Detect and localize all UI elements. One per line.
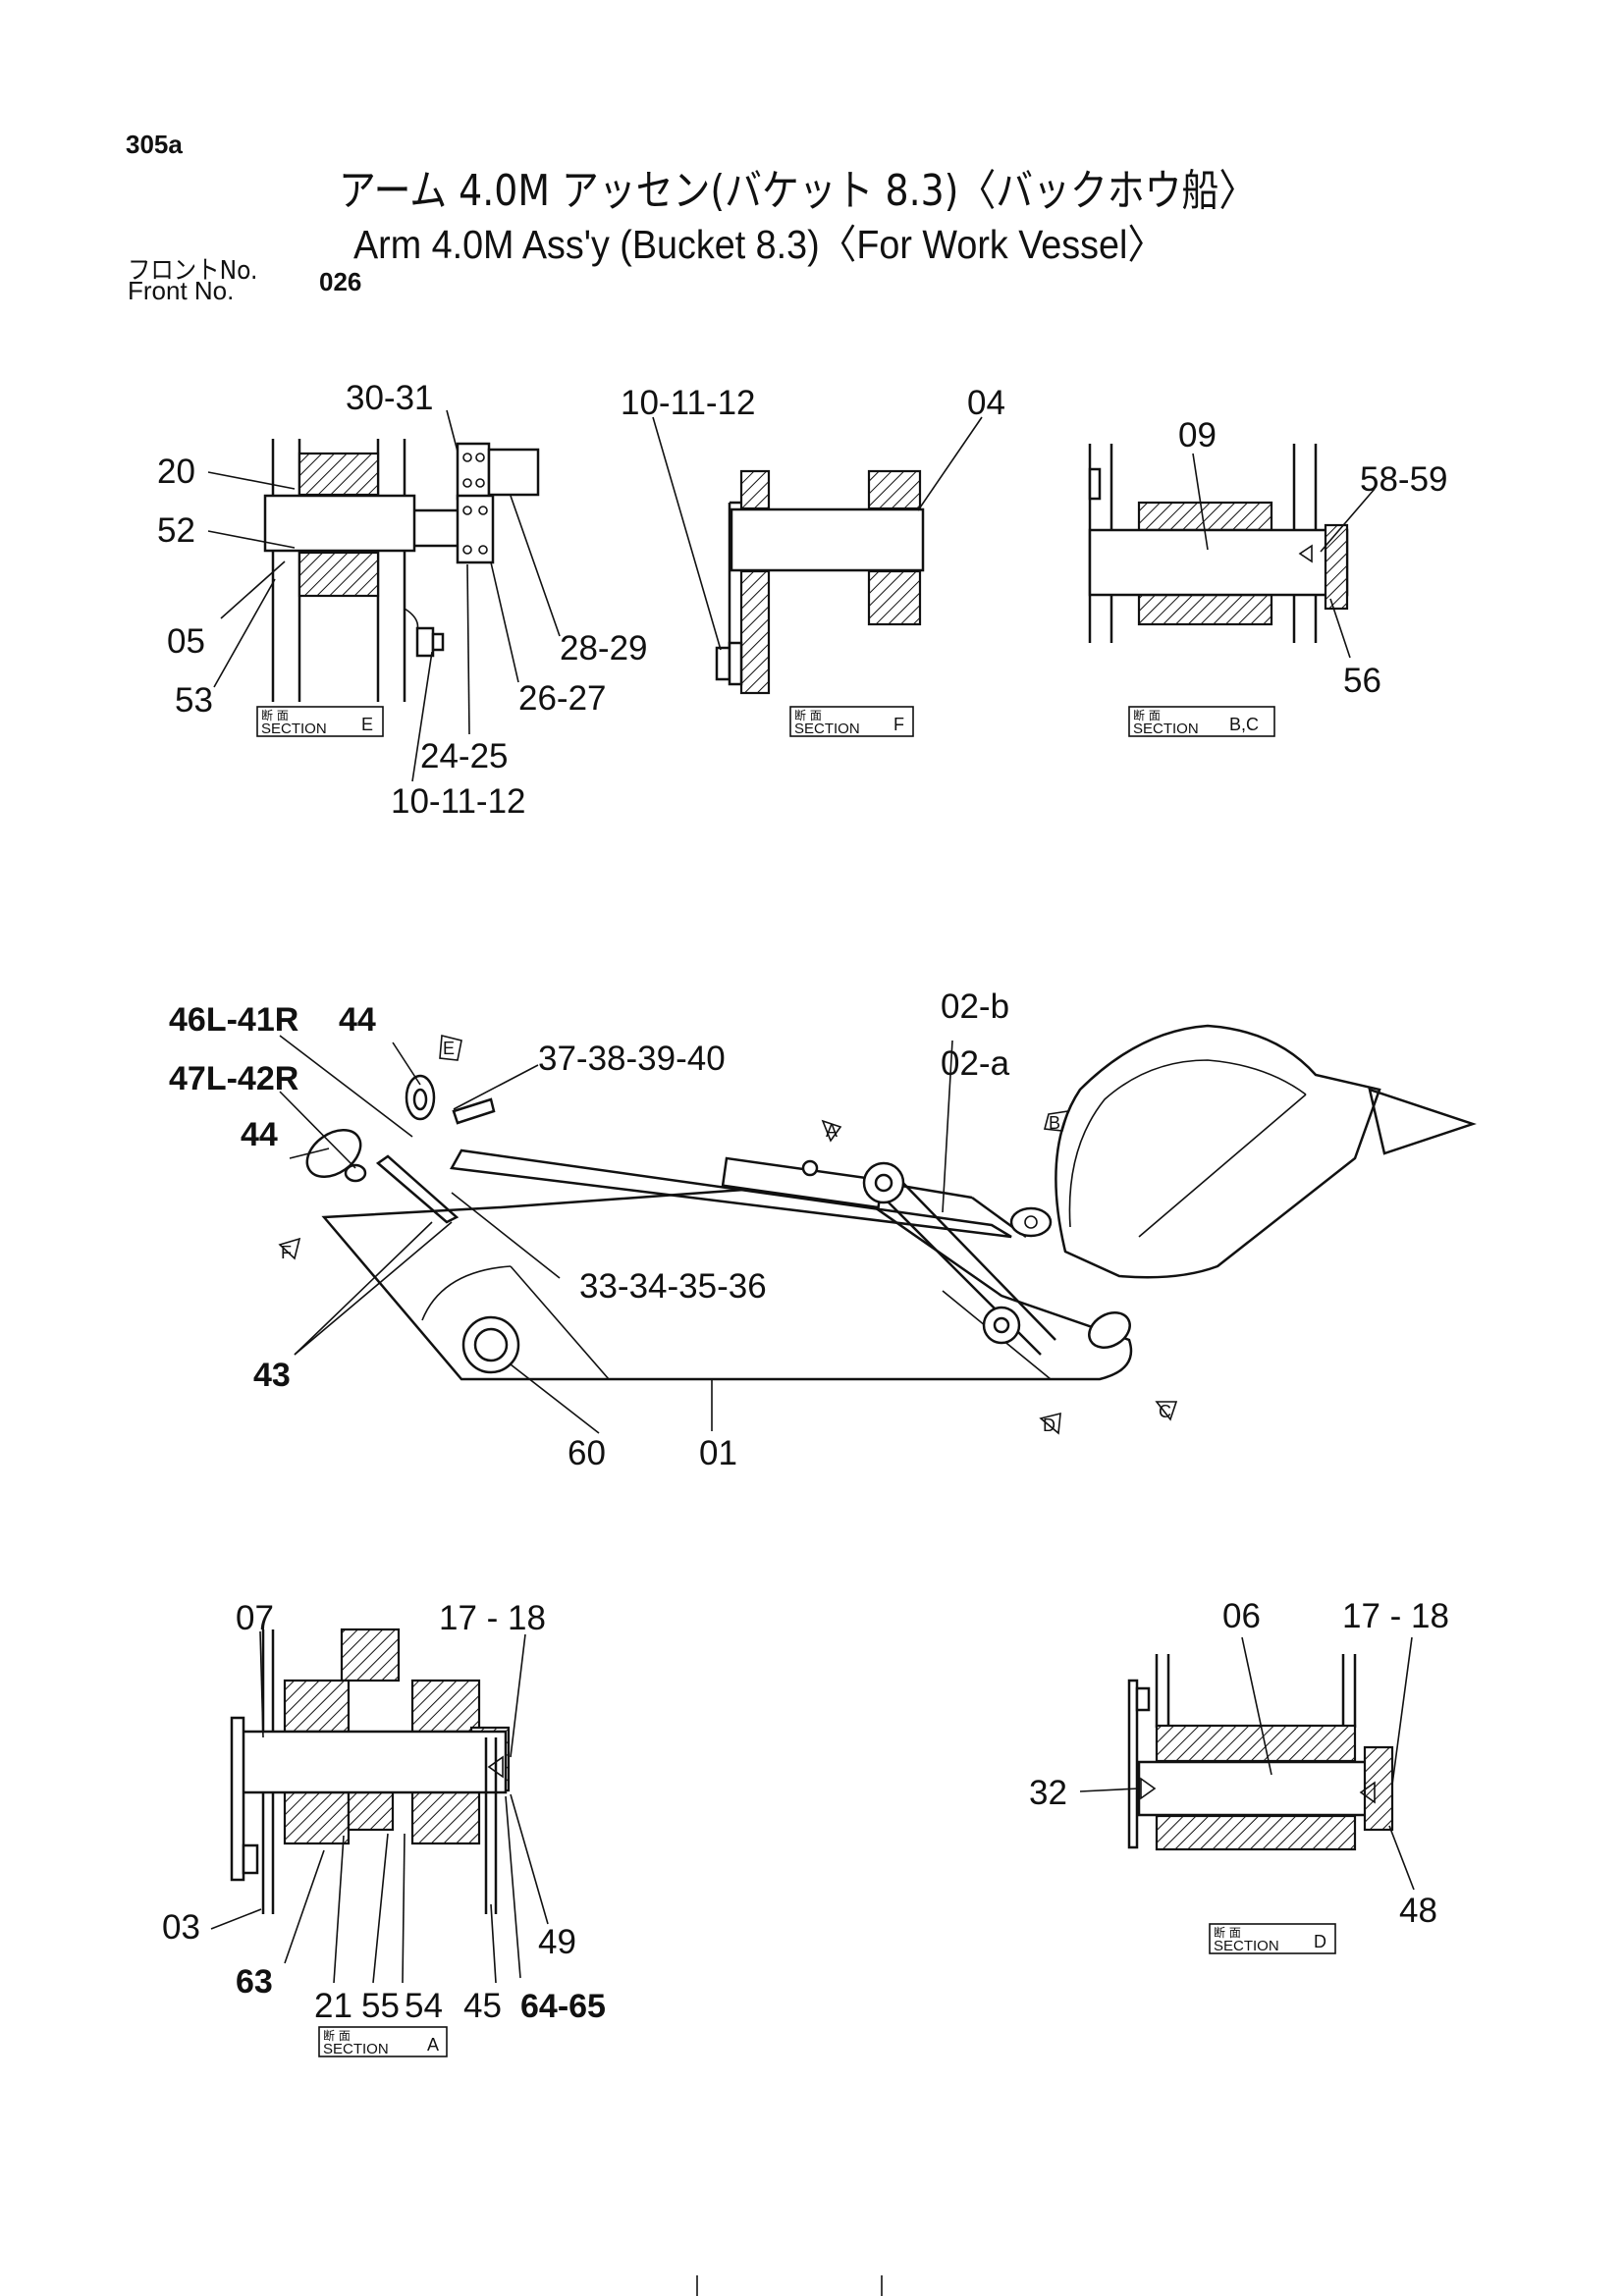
section-d-tag: 断 面 SECTION D xyxy=(1209,1923,1336,1954)
scan-marks xyxy=(696,2275,883,2296)
front-number-value: 026 xyxy=(319,267,362,296)
front-number-label-en: Front No. xyxy=(128,276,235,305)
label-07: 07 xyxy=(236,1599,274,1637)
section-e-leaders xyxy=(207,409,561,782)
label-60: 60 xyxy=(568,1434,606,1472)
marker-c: C xyxy=(1159,1402,1171,1421)
main-arm-leaders xyxy=(279,1035,953,1434)
label-55: 55 xyxy=(361,1987,400,2025)
label-05: 05 xyxy=(167,622,205,661)
svg-text:断 面: 断 面 xyxy=(323,2028,351,2043)
marker-b: B xyxy=(1049,1113,1060,1133)
section-d-labels: 06 17 - 18 32 48 xyxy=(1029,1597,1449,1930)
label-20: 20 xyxy=(157,453,195,491)
label-10-11-12-e: 10-11-12 xyxy=(391,782,526,821)
section-f-drawing xyxy=(715,469,925,695)
main-arm-labels: 46L-41R 44 47L-42R 44 37-38-39-40 02-b 0… xyxy=(169,988,1010,1472)
main-arm-drawing: E F A B D C xyxy=(278,1024,1477,1435)
label-37-38-39-40: 37-38-39-40 xyxy=(538,1040,726,1078)
section-e-drawing xyxy=(263,439,540,702)
svg-text:E: E xyxy=(361,715,373,734)
section-a-leaders xyxy=(210,1630,549,1984)
label-54: 54 xyxy=(405,1987,443,2025)
label-24-25: 24-25 xyxy=(420,737,509,775)
marker-e: E xyxy=(443,1039,455,1058)
label-49: 49 xyxy=(538,1923,576,1961)
label-48: 48 xyxy=(1399,1892,1437,1930)
label-28-29: 28-29 xyxy=(560,629,648,667)
label-53: 53 xyxy=(175,681,213,720)
section-d-leaders xyxy=(1079,1636,1415,1891)
label-03: 03 xyxy=(162,1908,200,1947)
label-17-18-d: 17 - 18 xyxy=(1342,1597,1449,1635)
section-e-tag: 断 面 SECTION E xyxy=(256,706,384,737)
svg-text:SECTION: SECTION xyxy=(1133,721,1199,737)
label-52: 52 xyxy=(157,511,195,550)
svg-text:断 面: 断 面 xyxy=(794,708,822,722)
label-02-b: 02-b xyxy=(941,988,1009,1026)
label-06: 06 xyxy=(1222,1597,1261,1635)
section-f-leaders xyxy=(652,416,983,651)
label-33-34-35-36: 33-34-35-36 xyxy=(579,1267,767,1306)
section-d-drawing xyxy=(1127,1654,1394,1851)
svg-text:SECTION: SECTION xyxy=(1214,1938,1279,1954)
label-10-11-12-f: 10-11-12 xyxy=(621,384,756,422)
section-bc-tag: 断 面 SECTION B,C xyxy=(1128,706,1275,737)
label-32: 32 xyxy=(1029,1774,1067,1812)
svg-text:F: F xyxy=(893,715,904,734)
title-japanese: アーム 4.0M アッセン(バケット 8.3)〈バックホウ船〉 xyxy=(339,166,1257,216)
label-47l-42r: 47L-42R xyxy=(169,1060,298,1097)
marker-d: D xyxy=(1043,1415,1055,1435)
label-46l-41r: 46L-41R xyxy=(169,1001,298,1039)
label-45: 45 xyxy=(463,1987,502,2025)
svg-text:断 面: 断 面 xyxy=(1133,708,1161,722)
svg-text:SECTION: SECTION xyxy=(794,721,860,737)
label-26-27: 26-27 xyxy=(518,679,607,718)
page-number: 305a xyxy=(126,130,183,159)
label-09: 09 xyxy=(1178,416,1217,454)
section-f-labels: 10-11-12 04 xyxy=(621,384,1005,422)
label-63: 63 xyxy=(236,1963,273,2001)
svg-text:SECTION: SECTION xyxy=(323,2041,389,2057)
label-64-65: 64-65 xyxy=(520,1988,606,2025)
section-a-labels: 07 17 - 18 03 49 63 21 55 54 45 64-65 xyxy=(162,1599,606,2025)
label-44-top: 44 xyxy=(339,1001,376,1039)
section-f-tag: 断 面 SECTION F xyxy=(789,706,914,737)
svg-text:断 面: 断 面 xyxy=(1214,1925,1241,1940)
section-a-tag: 断 面 SECTION A xyxy=(318,2026,448,2057)
title-english: Arm 4.0M Ass'y (Bucket 8.3)〈For Work Ves… xyxy=(353,222,1165,267)
section-bc-labels: 09 58-59 56 xyxy=(1178,416,1448,700)
marker-a: A xyxy=(826,1121,838,1141)
label-43: 43 xyxy=(253,1357,291,1394)
svg-text:SECTION: SECTION xyxy=(261,721,327,737)
section-bc-leaders xyxy=(1192,453,1376,659)
label-17-18-a: 17 - 18 xyxy=(439,1599,546,1637)
label-44-left: 44 xyxy=(241,1116,278,1153)
svg-text:断 面: 断 面 xyxy=(261,708,289,722)
label-02-a: 02-a xyxy=(941,1044,1010,1083)
section-a-drawing xyxy=(230,1628,511,1914)
front-number-label-jp: フロントNo. xyxy=(128,256,258,286)
label-04: 04 xyxy=(967,384,1005,422)
svg-text:B,C: B,C xyxy=(1229,715,1259,734)
label-56: 56 xyxy=(1343,662,1381,700)
label-58-59: 58-59 xyxy=(1360,460,1448,499)
svg-text:D: D xyxy=(1314,1932,1326,1951)
label-30-31: 30-31 xyxy=(346,379,434,417)
section-bc-drawing xyxy=(1088,444,1349,643)
label-21: 21 xyxy=(314,1987,352,2025)
svg-text:A: A xyxy=(427,2035,439,2055)
marker-f: F xyxy=(281,1243,292,1262)
label-01: 01 xyxy=(699,1434,737,1472)
section-e-labels: 30-31 20 52 05 53 28-29 26-27 24-25 10-1… xyxy=(157,379,648,821)
